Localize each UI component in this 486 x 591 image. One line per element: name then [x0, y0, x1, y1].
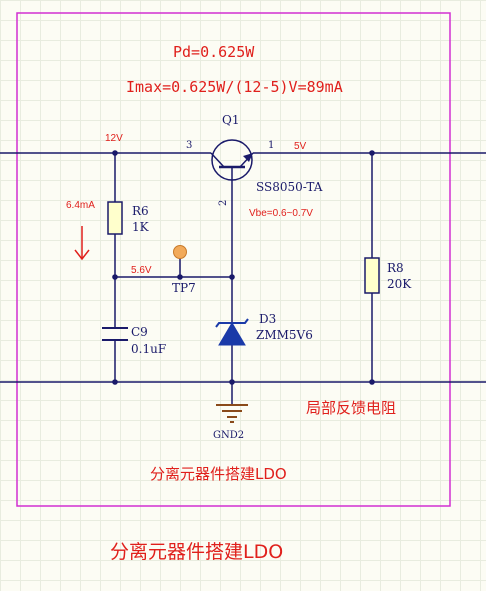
r6-ref-label: R6 [132, 204, 149, 218]
q1-pin-base: 2 [218, 200, 229, 206]
junction-dot [112, 274, 118, 280]
transistor-collector [210, 152, 225, 168]
sheet-frame [16, 12, 451, 507]
junction-dot [112, 150, 118, 156]
c9-ref-label: C9 [131, 325, 148, 339]
capacitor-c9[interactable] [102, 327, 128, 341]
junctions [112, 150, 375, 385]
resistor-r8[interactable] [364, 257, 380, 294]
q1-ref-label: Q1 [222, 113, 239, 127]
r6-value-label: 1K [132, 220, 150, 234]
max-current-text: Imax=0.625W/(12-5)V=89mA [126, 78, 343, 96]
vbe-note-text: Vbe=0.6~0.7V [249, 208, 313, 219]
transistor-body [211, 139, 253, 181]
power-dissipation-text: Pd=0.625W [173, 43, 255, 61]
q1-pin-emitter: 1 [268, 140, 274, 151]
c9-value-label: 0.1uF [131, 342, 166, 356]
r8-value-label: 20K [387, 277, 412, 291]
zener-d3[interactable] [215, 318, 249, 346]
resistor-r6[interactable] [107, 201, 123, 235]
net-label-12v: 12V [105, 133, 123, 144]
tp7-ref-label: TP7 [172, 281, 196, 295]
zener-triangle [218, 322, 246, 346]
q1-pin-collector: 3 [186, 140, 192, 151]
junction-dot [369, 379, 375, 385]
transistor-q1[interactable] [210, 139, 254, 181]
q1-part-label: SS8050-TA [256, 180, 323, 194]
outer-title-text: 分离元器件搭建LDO [110, 541, 283, 563]
feedback-note-text: 局部反馈电阻 [306, 399, 396, 417]
d3-ref-label: D3 [259, 312, 276, 326]
r8-ref-label: R8 [387, 261, 404, 275]
current-text: 6.4mA [66, 200, 95, 211]
junction-dot [177, 274, 183, 280]
d3-value-label: ZMM5V6 [256, 328, 313, 342]
emitter-arrow-icon [243, 153, 253, 162]
zener-bar [215, 318, 249, 328]
junction-dot [229, 274, 235, 280]
ground-label: GND2 [213, 430, 244, 441]
net-label-5v6: 5.6V [131, 265, 152, 276]
testpoint-tp7[interactable] [173, 245, 187, 259]
wires [0, 152, 486, 405]
ground-icon [216, 404, 248, 423]
junction-dot [229, 379, 235, 385]
inner-title-text: 分离元器件搭建LDO [150, 465, 287, 483]
net-label-5v: 5V [294, 141, 307, 152]
junction-dot [369, 150, 375, 156]
junction-dot [112, 379, 118, 385]
current-arrow-icon [74, 226, 90, 261]
